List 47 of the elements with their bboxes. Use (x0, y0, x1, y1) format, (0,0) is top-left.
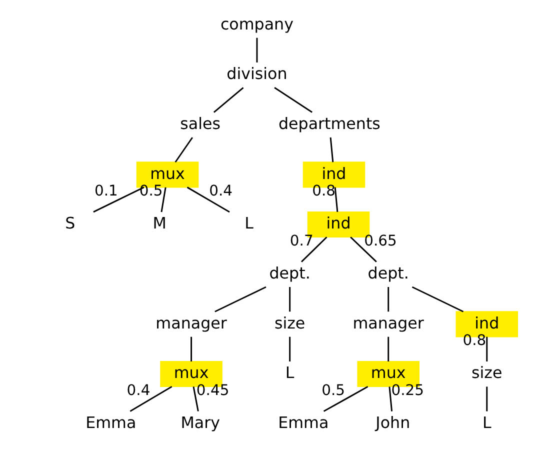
connector (388, 286, 390, 312)
node-text: dept. (368, 264, 409, 283)
node-text: M (152, 214, 166, 233)
connector (160, 187, 166, 212)
connector (192, 386, 199, 412)
connector (388, 336, 390, 362)
edge-label: 0.5 (322, 382, 346, 399)
connector (214, 286, 266, 312)
node-text: L (285, 363, 294, 382)
node-text: L (482, 413, 492, 432)
node-text: Emma (278, 413, 329, 432)
node-text: company (220, 14, 294, 34)
connector (412, 286, 464, 312)
node-text: manager (156, 313, 227, 332)
node-text: division (226, 64, 288, 84)
connector (174, 137, 193, 163)
connector (256, 38, 258, 62)
node-text: sales (180, 114, 221, 134)
edge-label: 0.4 (126, 382, 150, 399)
connector (486, 336, 488, 362)
connector (130, 386, 172, 412)
connector (274, 87, 312, 113)
node-text: size (274, 313, 306, 332)
connector (213, 87, 244, 113)
edge-label: 0.4 (209, 182, 233, 200)
connector (323, 386, 368, 412)
node-text: Mary (180, 413, 220, 432)
connector (388, 386, 393, 412)
connector (300, 236, 328, 262)
node-text: dept. (269, 264, 310, 283)
connector (289, 336, 291, 362)
node-text: manager (352, 313, 424, 332)
node-text: departments (278, 114, 380, 134)
connector (93, 186, 144, 213)
connector (334, 187, 338, 212)
node-text: John (376, 413, 410, 432)
connector (486, 386, 488, 412)
node-text: S (65, 214, 76, 233)
connector (350, 236, 377, 262)
node-text: size (472, 363, 502, 382)
connector (289, 286, 291, 312)
connector (330, 137, 334, 162)
node-text: Emma (86, 413, 136, 432)
node-text: L (244, 214, 254, 233)
connector (190, 336, 192, 362)
connector (186, 186, 230, 213)
edge-label: 0.1 (94, 182, 118, 200)
